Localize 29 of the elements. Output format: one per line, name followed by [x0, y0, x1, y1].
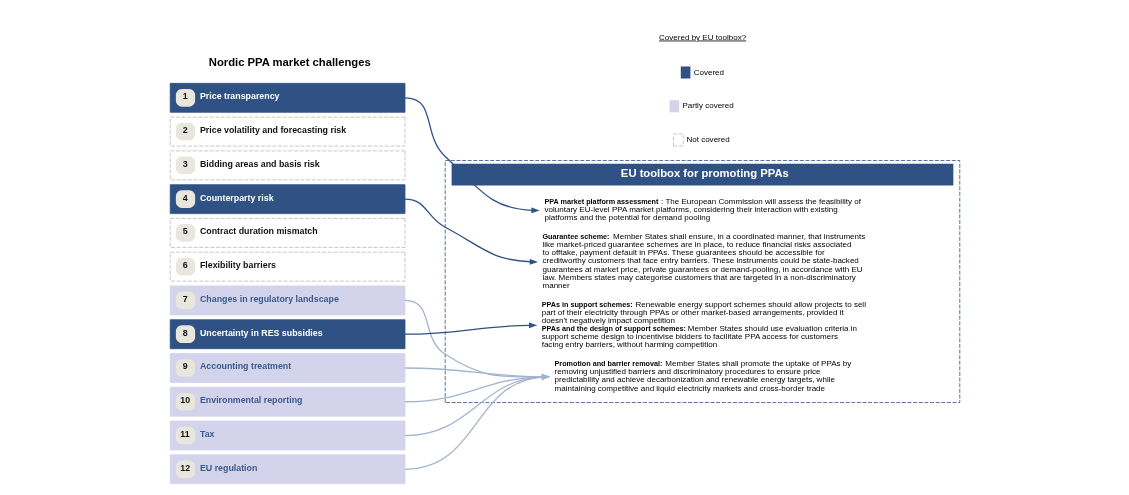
arrow	[403, 198, 538, 265]
node-text: Guarantee scheme: Member States shall ensure, in a coordinated manner, that instruments like market-priced guarantee schemes are in place, to reduce financial risks associated to offtake, payment default in PPAs. These guarantees should be accessible for creditworthy customers that face entry barriers. These instruments could be state-backed guarantees at market price, private guarantees or demand-pooling, in accordance with EU law. Members states may categorise customers that are targeted in a non-discriminatory manner	[541, 232, 865, 290]
node-box: 12 EU regulation	[169, 454, 405, 485]
arrow	[403, 299, 550, 380]
node-box: 2 Price volatility and forecasting risk	[169, 116, 405, 147]
node-box: 1 Price transparency	[169, 82, 405, 113]
arrow	[403, 374, 550, 437]
node-box: 7 Changes in regulatory landscape	[169, 285, 405, 316]
legend-label: Covered	[693, 67, 724, 77]
node-box: 10 Environmental reporting	[169, 386, 405, 417]
node-box: 4 Counterparty risk	[169, 184, 405, 214]
label: Covered by EU toolbox?	[658, 32, 746, 42]
arrow	[403, 97, 540, 214]
node-box: 3 Bidding areas and basis risk	[169, 150, 405, 181]
node-text: PPA market platform assessment: The European Commission will assess the feasibility of voluntary EU-level PPA market platforms, considering their interaction with existing platforms and the potential for demand pooling	[544, 196, 861, 223]
legend-label: Partly covered	[681, 101, 734, 111]
node-box: 8 Uncertainty in RES subsidies	[169, 319, 405, 350]
label: Nordic PPA market challenges	[208, 56, 371, 69]
arrow	[403, 322, 537, 335]
arrow	[403, 374, 550, 470]
arrow	[403, 367, 550, 380]
arrow	[403, 374, 550, 403]
node-text: PPAs in support schemes: Renewable energy support schemes should allow projects to sell part of their electricity through PPAs or other market-based arrangements, provided it doesn't negatively impact competition PPAs and the design of support schemes: Member States should use evaluation criteria in support scheme design to incentivise bidders to facilitate PPA access for customers facing entry barriers, without harming competition	[541, 299, 866, 350]
node-box: 6 Flexibility barriers	[169, 251, 405, 282]
legend-label: Not covered	[685, 135, 730, 145]
node-box: 9 Accounting treatment	[169, 353, 405, 383]
node-box: 11 Tax	[169, 420, 405, 451]
node-box: 5 Contract duration mismatch	[169, 218, 405, 248]
node-text: Promotion and barrier removal: Member States shall promote the uptake of PPAs by removing unjustified barriers and discriminatory procedures to ensure price predictability and achieve decarbonization and renewable energy targets, while maintaining competitive and liquid electricity markets and cross-border trade	[554, 359, 851, 393]
